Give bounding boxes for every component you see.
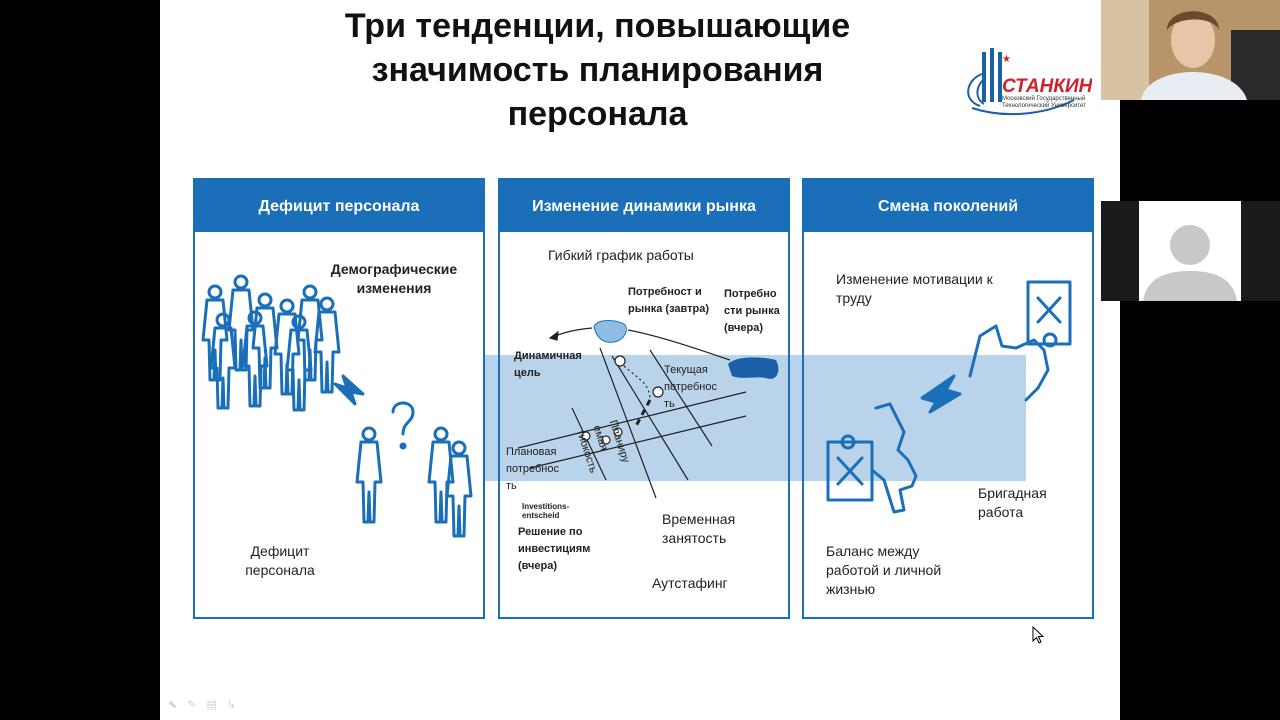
team-work-label: Бригадная работа [978,485,1047,520]
generation-illustration-icon [826,280,1072,514]
needs-yesterday-label: Потребно сти рынка (вчера) [724,288,780,334]
slideshow-toolbar[interactable]: ⬉ ✎ ▤ ↳ [168,698,236,711]
motivation-label: Изменение мотивации к труду [836,271,993,306]
presenter-video-icon [1101,0,1280,100]
pen-tool-icon[interactable]: ✎ [187,699,197,711]
stankin-logo-mark-icon: СТАНКИН ★ [967,48,1094,116]
investitions-label: Investitions- entscheid [522,502,570,520]
panel-generation-change: Смена поколений Изменение мотивации к тр… [802,178,1094,619]
svg-text:СТАНКИН: СТАНКИН [1002,76,1092,97]
stankin-logo: СТАНКИН ★ Московский Государственный Тех… [962,44,1094,124]
current-need-label: Текущая потребнос ть [664,364,717,410]
investment-decision-label: Решение по инвестициям (вчера) [518,526,591,572]
panel-3-header: Смена поколений [804,180,1092,232]
panel-market-dynamics: Изменение динамики рынка [498,178,790,619]
avatar-placeholder-icon [1143,225,1237,301]
logo-subtitle: Московский Государственный Технологическ… [1002,96,1086,109]
pointer-tool-icon[interactable]: ⬉ [168,699,178,711]
presentation-slide: Три тенденции, повышающие значимость пла… [160,0,1120,720]
panel-2-header: Изменение динамики рынка [500,180,788,232]
cursor-arrow-icon [1032,626,1044,644]
title-line-2: значимость планирования [371,51,824,89]
slide-title: Три тенденции, повышающие значимость пла… [220,4,975,136]
temp-employment-label: Временная занятость [662,511,736,546]
svg-text:★: ★ [1002,54,1011,65]
webcam-tile-presenter[interactable] [1101,0,1280,100]
webcam-tile-participant[interactable] [1101,201,1280,301]
panel-1-header: Дефицит персонала [195,180,483,232]
dynamic-goal-label: Динамичная цель [514,350,582,379]
slides-icon[interactable]: ▤ [206,699,217,711]
outstaffing-label: Аутстафинг [652,575,728,591]
market-dynamics-diagram-icon [517,320,779,499]
demographic-label: Демографические изменения [330,261,458,296]
balance-label: Баланс между работой и личной жизнью [826,543,942,597]
title-line-3: персонала [507,95,688,133]
panel-staff-shortage: Дефицит персонала [193,178,485,619]
flex-schedule-label: Гибкий график работы [548,247,694,263]
more-icon[interactable]: ↳ [226,699,237,711]
crowd-illustration-icon [201,274,473,538]
needs-tomorrow-label: Потребност и рынка (завтра) [628,286,710,315]
planned-need-label: Плановая потребнос ть [506,446,559,492]
shortage-label: Дефицит персонала [245,543,315,578]
title-line-1: Три тенденции, повышающие [344,7,851,45]
